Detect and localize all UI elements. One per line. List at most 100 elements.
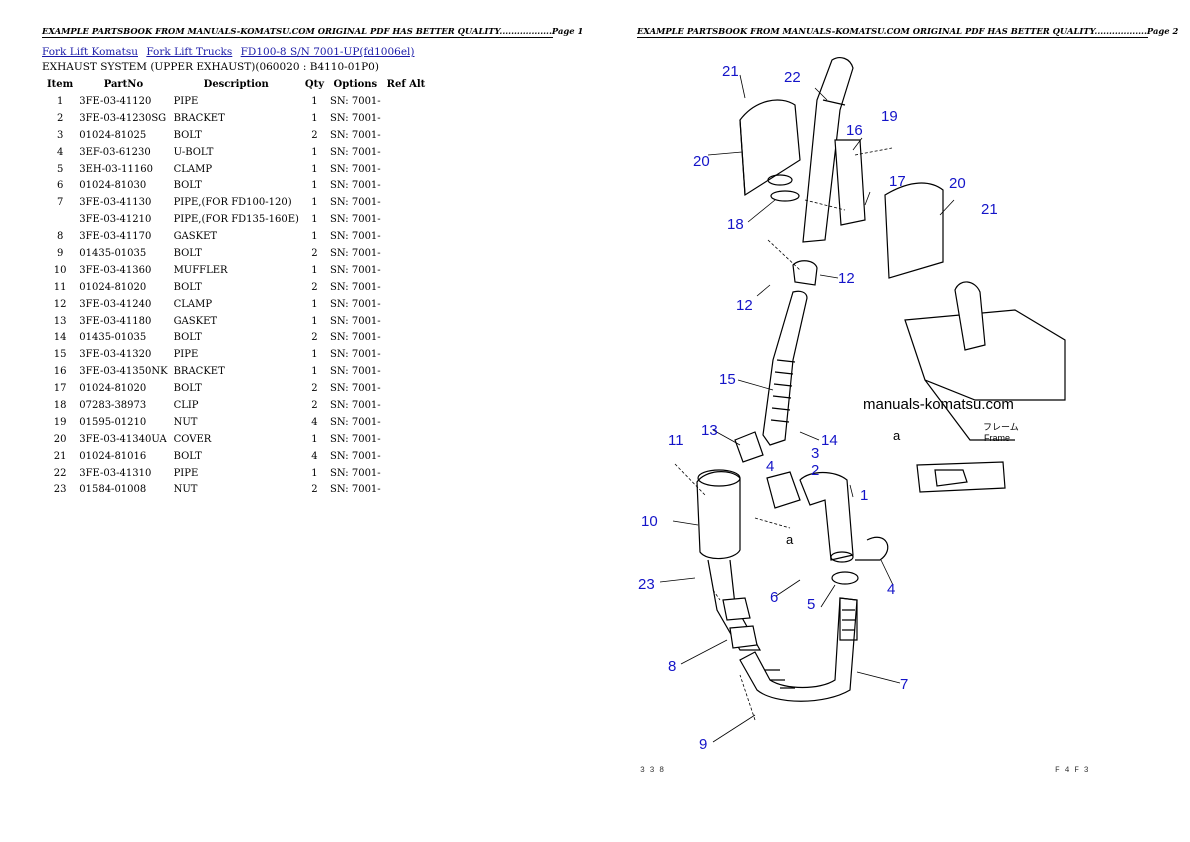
diagram-page: EXAMPLE PARTSBOOK FROM MANUALS-KOMATSU.C… [595,0,1190,842]
callout-3: 3 [811,445,819,462]
cell-ref-alt [384,414,429,431]
cell-ref-alt [384,313,429,330]
callout-9: 9 [699,736,707,753]
col-header-partno: PartNo [103,79,144,90]
callout-14: 14 [821,432,838,449]
cell-item: 15 [53,349,67,361]
callout-6: 6 [770,589,778,606]
cell-options: SN: 7001- [330,450,381,462]
cell-description: PIPE [173,467,199,479]
cell-description: PIPE [173,95,199,107]
cell-ref-alt [384,363,429,380]
callout-19: 19 [881,108,898,125]
cell-item: 20 [53,433,67,445]
callout-12-lower: 12 [736,297,753,314]
cell-ref-alt [384,279,429,296]
cell-description: PIPE,(FOR FD135-160E) [173,214,299,226]
cell-ref-alt [384,262,429,279]
cell-item: 7 [56,197,64,209]
col-header-options: Options [333,79,378,90]
cell-item: 19 [53,416,67,428]
callout-10: 10 [641,513,658,530]
cell-ref-alt [384,177,429,194]
cell-partno: 3FE-03-41240 [79,298,152,310]
cell-description: BOLT [173,450,202,462]
cell-item: 1 [56,95,64,107]
cell-item: 10 [53,264,67,276]
cell-partno: 3FE-03-41120 [79,95,152,107]
callout-16: 16 [846,122,863,139]
cell-item: 16 [53,366,67,378]
cell-description: PIPE [173,349,199,361]
cell-item [44,211,76,228]
cell-partno: 3EF-03-61230 [79,146,151,158]
cell-item: 18 [53,399,67,411]
page-header-2: EXAMPLE PARTSBOOK FROM MANUALS-KOMATSU.C… [637,26,1179,36]
cell-description: CLAMP [173,298,213,310]
cell-qty: 1 [311,180,318,192]
cell-ref-alt [384,211,429,228]
callout-13: 13 [701,422,718,439]
cell-options: SN: 7001- [330,433,381,445]
callout-18: 18 [727,216,744,233]
cell-item: 21 [53,450,67,462]
cell-qty: 2 [311,484,318,496]
cell-options: SN: 7001- [330,95,381,107]
cell-item: 22 [53,467,67,479]
callout-22: 22 [784,69,801,86]
cell-options: SN: 7001- [330,383,381,395]
parts-table: Item PartNo Description Qty Options Ref … [44,76,428,498]
cell-item: 23 [53,484,67,496]
cell-options: SN: 7001- [330,349,381,361]
section-title: EXHAUST SYSTEM (UPPER EXHAUST)(060020 : … [42,61,379,73]
cell-description: PIPE,(FOR FD100-120) [173,197,292,209]
cell-item: 6 [56,180,64,192]
cell-partno: 3FE-03-41210 [79,214,152,226]
cell-partno: 01024-81025 [79,129,147,141]
cell-qty: 1 [311,231,318,243]
cell-options: SN: 7001- [330,214,381,226]
page-header: EXAMPLE PARTSBOOK FROM MANUALS-KOMATSU.C… [42,26,584,36]
cell-description: BOLT [173,383,202,395]
callout-11: 11 [668,432,684,449]
breadcrumb-link-model[interactable]: FD100-8 S/N 7001-UP(fd1006el) [240,46,415,58]
cell-partno: 01024-81030 [79,180,147,192]
cell-ref-alt [384,127,429,144]
cell-description: BOLT [173,281,202,293]
cell-options: SN: 7001- [330,231,381,243]
breadcrumb-link-fork-lift-trucks[interactable]: Fork Lift Trucks [146,46,233,58]
cell-options: SN: 7001- [330,163,381,175]
arrow-note-a: a [786,532,794,547]
cell-description: GASKET [173,231,218,243]
cell-description: CLIP [173,399,199,411]
cell-partno: 01435-01035 [79,247,147,259]
cell-ref-alt [384,346,429,363]
cell-qty: 1 [311,146,318,158]
cell-description: BOLT [173,180,202,192]
cell-options: SN: 7001- [330,366,381,378]
watermark: manuals-komatsu.com [863,396,1014,413]
frame-note-a: a [893,428,901,443]
cell-description: CLAMP [173,163,213,175]
cell-qty: 1 [311,95,318,107]
table-row: 1 3FE-03-41120 PIPE 1 SN: 7001- [44,93,428,110]
cell-qty: 1 [311,349,318,361]
cell-ref-alt [384,228,429,245]
cell-item: 2 [56,112,64,124]
cell-description: COVER [173,433,212,445]
cell-qty: 1 [311,298,318,310]
cell-partno: 01024-81016 [79,450,147,462]
cell-options: SN: 7001- [330,315,381,327]
cell-options: SN: 7001- [330,467,381,479]
callout-1: 1 [860,487,868,504]
breadcrumb-link-fork-lift-komatsu[interactable]: Fork Lift Komatsu [42,46,138,58]
